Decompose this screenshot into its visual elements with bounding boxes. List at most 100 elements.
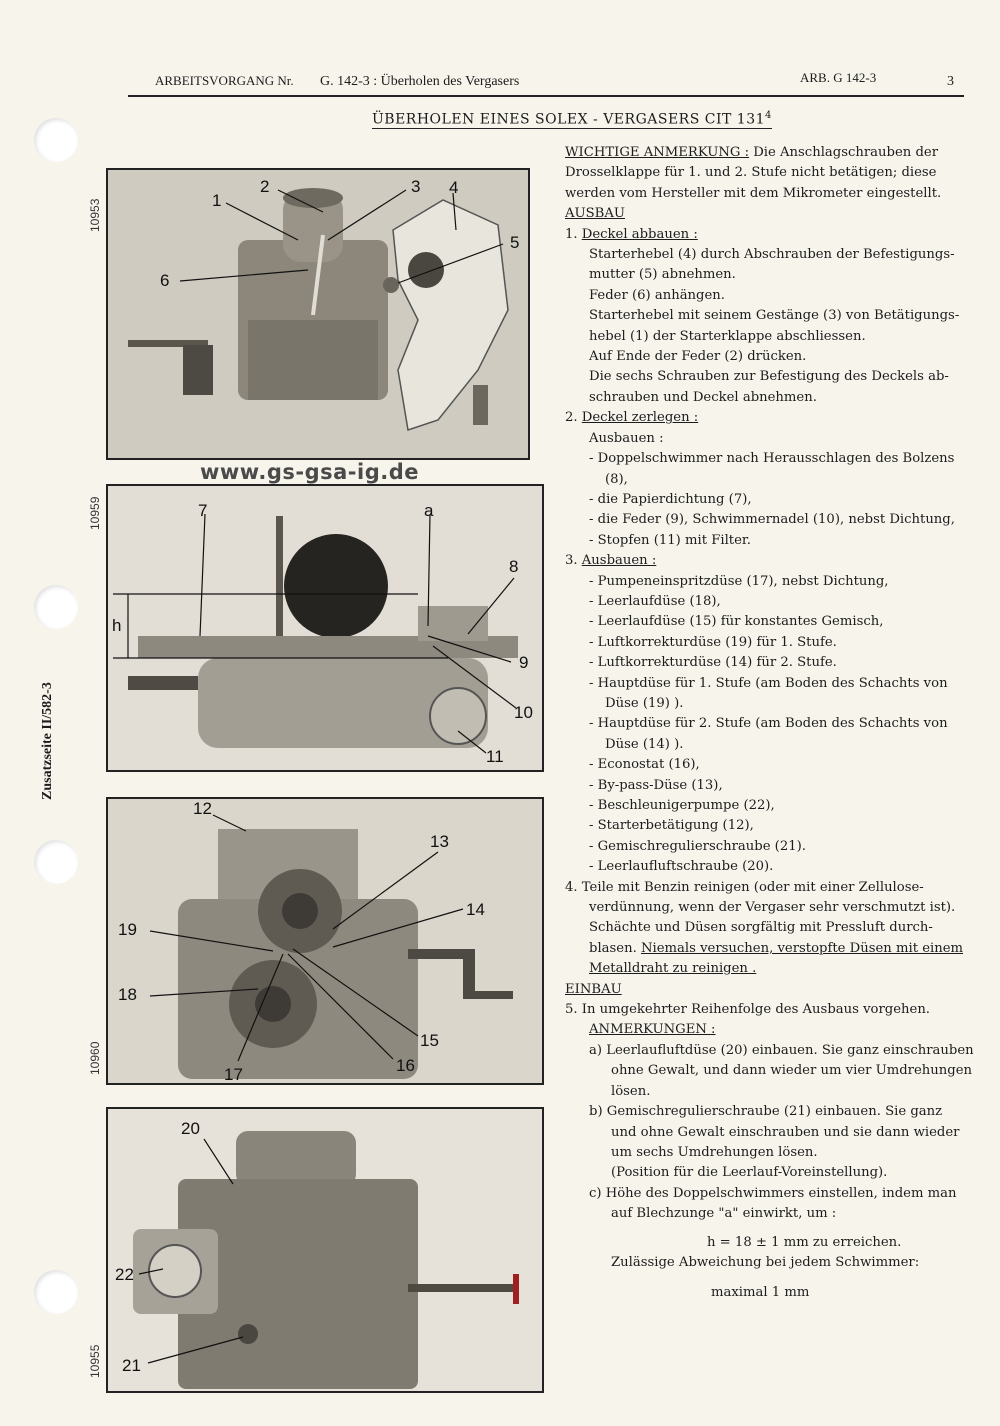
text-line: - Hauptdüse für 2. Stufe (am Boden des S…	[589, 716, 948, 732]
callout-17: 17	[224, 1065, 243, 1083]
header-operation: G. 142-3 : Überholen des Vergasers	[320, 74, 520, 89]
text-line: - By-pass-Düse (13),	[589, 777, 723, 793]
callout-1: 1	[212, 191, 221, 210]
callout-6: 6	[160, 271, 169, 290]
header-arb: ARB. G 142-3	[800, 70, 877, 85]
step-5: 5. In umgekehrter Reihenfolge des Ausbau…	[565, 1002, 931, 1018]
text-line: - Leerlaufdüse (18),	[589, 593, 721, 609]
figure-number: 10955	[88, 1344, 102, 1378]
text-line: auf Blechzunge "a" einwirkt, um :	[611, 1206, 837, 1222]
callout-15: 15	[420, 1031, 439, 1050]
text-line: maximal 1 mm	[711, 1285, 810, 1301]
callout-18: 18	[118, 985, 137, 1004]
text-line: um sechs Umdrehungen lösen.	[611, 1144, 818, 1160]
text-line: - Leerlaufluftschraube (20).	[589, 859, 774, 875]
text-line: Düse (19) ).	[605, 695, 684, 711]
callout-13: 13	[430, 832, 449, 851]
binder-hole	[34, 840, 78, 884]
notes-heading: ANMERKUNGEN :	[589, 1022, 716, 1038]
figure-carburetor-top: 1 2 3 4 5 6	[106, 168, 530, 460]
section-heading-einbau: EINBAU	[565, 981, 622, 997]
text-line: - Leerlaufdüse (15) für konstantes Gemis…	[589, 614, 884, 630]
callout-3: 3	[411, 177, 420, 196]
text-line: - Hauptdüse für 1. Stufe (am Boden des S…	[589, 675, 948, 691]
formula: h = 18 ± 1 mm zu erreichen.	[707, 1234, 902, 1250]
callout-11: 11	[486, 747, 504, 766]
text-line: Starterhebel (4) durch Abschrauben der B…	[589, 247, 955, 263]
text-line: Zulässige Abweichung bei jedem Schwimmer…	[611, 1254, 920, 1270]
callout-7: 7	[198, 501, 207, 520]
text-line: lösen.	[611, 1083, 651, 1099]
callout-5: 5	[510, 233, 519, 252]
text-line: - Beschleunigerpumpe (22),	[589, 798, 775, 813]
supplement-page-label: Zusatzseite II/582-3	[40, 682, 55, 800]
website-watermark: www.gs-gsa-ig.de	[200, 460, 419, 484]
figure-number: 10953	[88, 198, 102, 232]
text-line: WICHTIGE ANMERKUNG : Die Anschlagschraub…	[565, 145, 938, 160]
note-b: b) Gemischregulierschraube (21) einbauen…	[589, 1104, 943, 1120]
page-number: 3	[947, 74, 954, 89]
text-line: blasen. Niemals versuchen, verstopfte Dü…	[589, 940, 964, 956]
text-line: - Luftkorrekturdüse (14) für 2. Stufe.	[589, 655, 837, 671]
figure-number: 10959	[88, 496, 102, 530]
callout-20: 20	[181, 1119, 200, 1138]
text-line: Auf Ende der Feder (2) drücken.	[589, 349, 807, 365]
section-heading-ausbau: AUSBAU	[565, 206, 626, 222]
step-1-title: 1. Deckel abbauen :	[565, 226, 698, 242]
text-line: Ausbauen :	[589, 430, 664, 446]
callout-14: 14	[466, 900, 485, 919]
callout-22: 22	[115, 1265, 134, 1284]
text-line: und ohne Gewalt einschrauben und sie dan…	[611, 1124, 960, 1140]
text-line: verdünnung, wenn der Vergaser sehr versc…	[589, 900, 956, 916]
callout-19: 19	[118, 920, 137, 939]
figure-carburetor-cover-float: 7 a 8 h 9 10 11	[106, 484, 544, 772]
note-c: c) Höhe des Doppelschwimmers einstellen,…	[589, 1185, 957, 1201]
text-line: mutter (5) abnehmen.	[589, 267, 736, 283]
text-line: Die sechs Schrauben zur Befestigung des …	[589, 369, 949, 385]
text-line: - Luftkorrekturdüse (19) für 1. Stufe.	[589, 634, 837, 650]
text-line: - Stopfen (11) mit Filter.	[589, 532, 751, 548]
callout-9: 9	[519, 653, 528, 672]
note-a: a) Leerlaufluftdüse (20) einbauen. Sie g…	[589, 1042, 974, 1058]
text-line: Metalldraht zu reinigen .	[589, 961, 757, 977]
text-line: - Econostat (16),	[589, 757, 700, 773]
text-line: - Starterbetätigung (12),	[589, 818, 754, 834]
text-line: - Gemischregulierschraube (21).	[589, 838, 806, 854]
text-line: - Doppelschwimmer nach Herausschlagen de…	[589, 451, 955, 467]
callout-h: h	[112, 616, 121, 635]
page-title: ÜBERHOLEN EINES SOLEX - VERGASERS CIT 13…	[372, 110, 772, 129]
header-rule	[128, 95, 964, 97]
text-line: werden vom Hersteller mit dem Mikrometer…	[565, 185, 942, 201]
text-line: schrauben und Deckel abnehmen.	[589, 389, 817, 405]
callout-4: 4	[449, 178, 458, 197]
text-line: (8),	[605, 471, 628, 487]
callout-10: 10	[514, 703, 533, 722]
text-line: Drosselklappe für 1. und 2. Stufe nicht …	[565, 165, 937, 181]
callout-a: a	[424, 501, 434, 520]
step-2-title: 2. Deckel zerlegen :	[565, 410, 699, 426]
text-line: (Position für die Leerlauf-Voreinstellun…	[611, 1165, 888, 1181]
callout-8: 8	[509, 557, 518, 576]
step-4: 4. Teile mit Benzin reinigen (oder mit e…	[565, 879, 924, 895]
text-line: hebel (1) der Starterklappe abschliessen…	[589, 328, 866, 344]
callout-21: 21	[122, 1356, 141, 1375]
binder-hole	[34, 118, 78, 162]
binder-hole	[34, 1270, 78, 1314]
text-line: - die Papierdichtung (7),	[589, 491, 752, 507]
text-line: - Pumpeneinspritzdüse (17), nebst Dichtu…	[589, 573, 889, 589]
figure-carburetor-side: 20 22 21	[106, 1107, 544, 1393]
callout-12: 12	[193, 799, 212, 818]
figure-carburetor-body-jets: 12 13 14 19 18 15 16 17	[106, 797, 544, 1085]
text-line: Schächte und Düsen sorgfältig mit Pressl…	[589, 920, 933, 936]
text-line: ohne Gewalt, und dann wieder um vier Umd…	[611, 1063, 973, 1079]
text-line: - die Feder (9), Schwimmernadel (10), ne…	[589, 512, 955, 528]
text-line: Düse (14) ).	[605, 736, 684, 752]
binder-hole	[34, 585, 78, 629]
text-line: Starterhebel mit seinem Gestänge (3) von…	[589, 308, 960, 324]
callout-16: 16	[396, 1056, 415, 1075]
callout-2: 2	[260, 177, 269, 196]
header-label: ARBEITSVORGANG Nr.	[155, 73, 294, 88]
figure-number: 10960	[88, 1041, 102, 1075]
instructions-text: WICHTIGE ANMERKUNG : Die Anschlagschraub…	[565, 143, 985, 1304]
text-line: Feder (6) anhängen.	[589, 287, 725, 303]
